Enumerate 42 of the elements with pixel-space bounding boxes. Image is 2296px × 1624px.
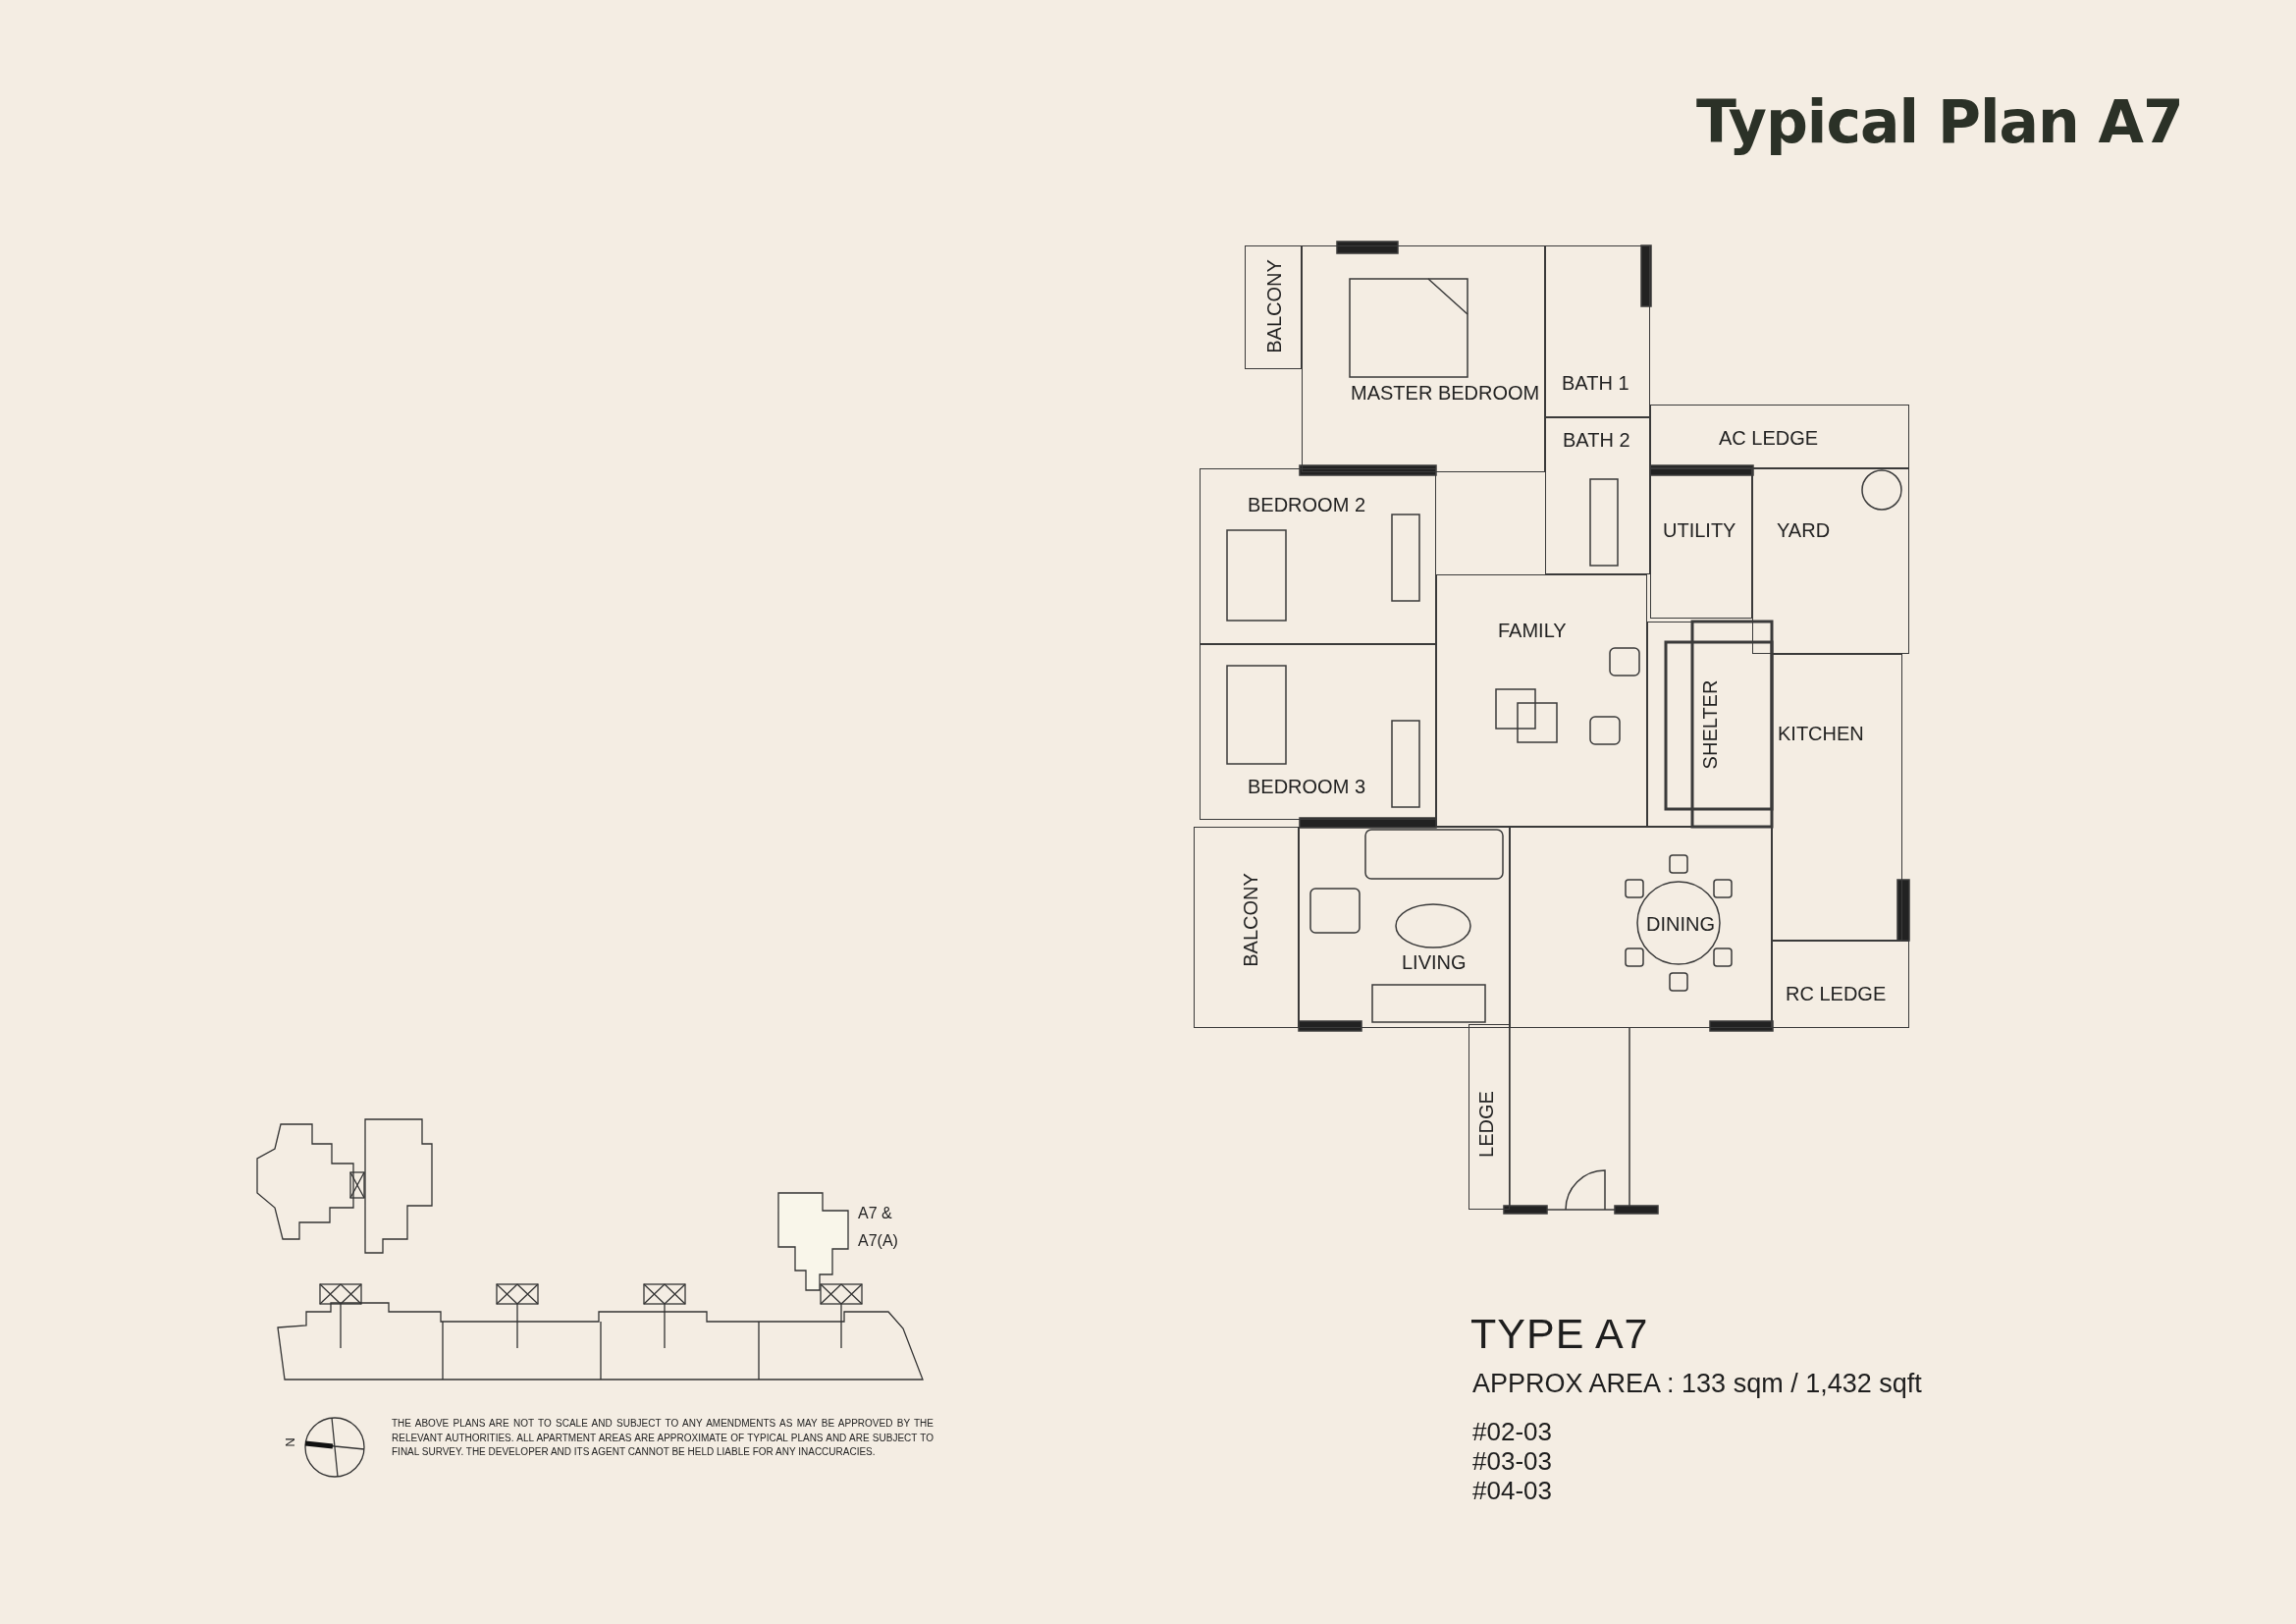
- room-label: UTILITY: [1663, 519, 1736, 541]
- north-label: N: [282, 1437, 296, 1447]
- unit-number: #04-03: [1472, 1476, 1552, 1505]
- room-label: RC LEDGE: [1786, 983, 1887, 1004]
- area-text: APPROX AREA : 133 sqm / 1,432 sqft: [1472, 1368, 1922, 1399]
- unit-number: #02-03: [1472, 1417, 1552, 1446]
- room-label: KITCHEN: [1778, 723, 1864, 744]
- room-label: BEDROOM 3: [1248, 776, 1366, 797]
- utility-room: [1650, 468, 1752, 619]
- disclaimer-text: THE ABOVE PLANS ARE NOT TO SCALE AND SUBJECT TO ANY AMENDMENTS AS MAY BE APPROVED BY THE RELEVANT AUTHORITIES. ALL APARTMENT AREAS ARE APPROXIMATE OF TYPICAL PLANS AND ARE SUBJECT TO FINAL SURVEY. THE DEVELOPER AND ITS AGENT CANNOT BE HELD LIABLE FOR ANY INACCURACIES.: [392, 1417, 934, 1459]
- room-label: BALCONY: [1240, 873, 1261, 967]
- yard-area: [1752, 468, 1909, 654]
- room-label: FAMILY: [1498, 620, 1567, 641]
- room-label: LIVING: [1402, 951, 1467, 973]
- room-label: SHELTER: [1699, 679, 1721, 770]
- room-label: LEDGE: [1475, 1091, 1497, 1158]
- living-area: [1299, 827, 1510, 1028]
- ledge-area: [1468, 1024, 1510, 1210]
- balcony-room: [1245, 245, 1302, 369]
- bedroom: [1200, 644, 1436, 820]
- room-label: YARD: [1777, 519, 1831, 541]
- unit-location-label: A7 & A7(A): [858, 1204, 899, 1251]
- unit-number: #03-03: [1472, 1446, 1552, 1476]
- plan-title: Typical Plan A7: [1696, 86, 2183, 157]
- room-label: BALCONY: [1263, 259, 1285, 353]
- ledge-area: [1650, 405, 1909, 468]
- bathroom: [1545, 417, 1650, 574]
- room-label: AC LEDGE: [1719, 427, 1819, 449]
- bedroom: [1200, 468, 1436, 644]
- unit-type-heading: TYPE A7: [1470, 1309, 1649, 1358]
- bathroom: [1545, 245, 1650, 417]
- ledge-area: [1772, 941, 1909, 1028]
- room-label: DINING: [1646, 913, 1715, 935]
- room-label: BATH 1: [1562, 372, 1629, 394]
- room-label: BEDROOM 2: [1248, 494, 1366, 515]
- family-area: [1436, 574, 1647, 827]
- room-label: BATH 2: [1563, 429, 1630, 451]
- bedroom: [1302, 245, 1545, 472]
- kitchen-area: [1772, 654, 1902, 941]
- room-label: MASTER BEDROOM: [1351, 382, 1540, 404]
- dining-area: [1510, 827, 1772, 1028]
- balcony-room: [1194, 827, 1299, 1028]
